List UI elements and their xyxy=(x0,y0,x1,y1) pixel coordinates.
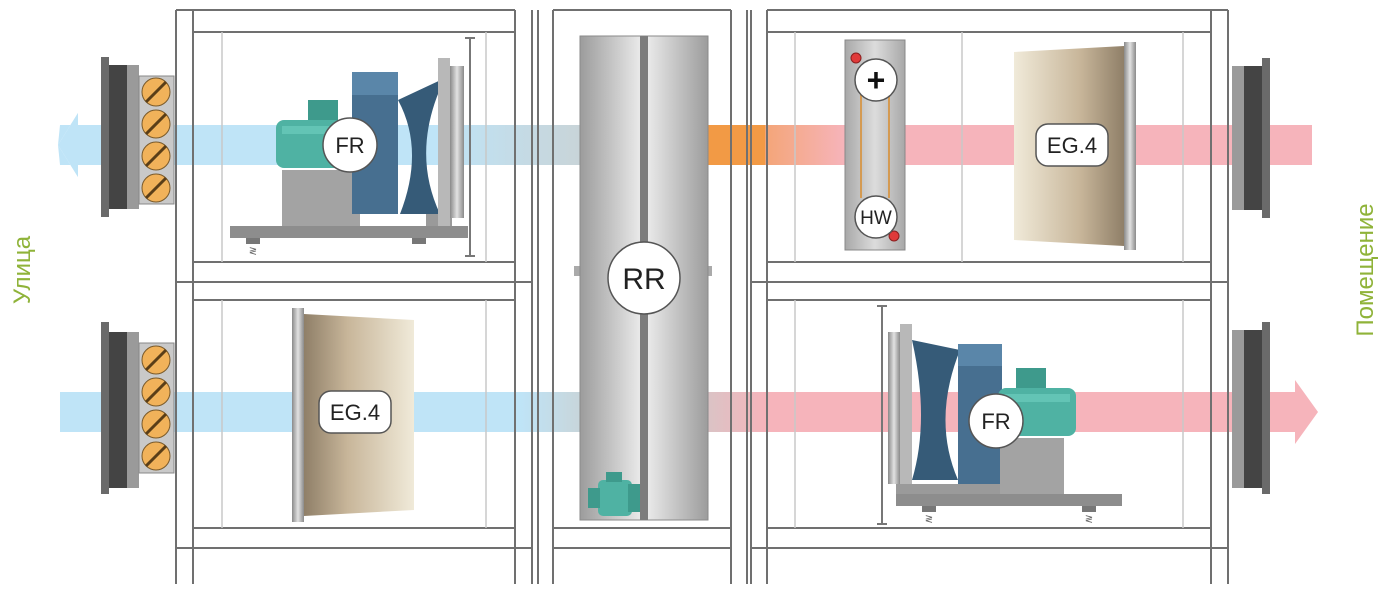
heater-badge: HW xyxy=(855,196,897,238)
rotor-label: RR xyxy=(622,263,665,296)
exhaust-fan-label: FR xyxy=(335,133,364,158)
exhaust-arrow-head xyxy=(58,113,78,177)
supply-filter-label: EG.4 xyxy=(330,400,380,425)
outside-label: Улица xyxy=(9,236,37,304)
supply-fan-label: FR xyxy=(981,409,1010,434)
exhaust-filter-badge: EG.4 xyxy=(1036,124,1108,166)
rotor-badge: RR xyxy=(608,242,680,314)
connector-bottom-right xyxy=(1232,322,1270,494)
damper-bottom-left xyxy=(101,322,174,494)
supply-fan-badge: FR xyxy=(969,394,1023,448)
exhaust-filter-label: EG.4 xyxy=(1047,133,1097,158)
exhaust-fan-badge: FR xyxy=(323,118,377,172)
heater-label: HW xyxy=(860,208,892,229)
room-label: Помещение xyxy=(1352,203,1380,336)
connector-top-right xyxy=(1232,58,1270,218)
svg-text:≷: ≷ xyxy=(1085,514,1093,525)
supply-filter-badge: EG.4 xyxy=(319,391,391,433)
heater-plus-symbol: + xyxy=(867,62,886,98)
damper-top-left xyxy=(101,57,174,217)
supply-arrow-head xyxy=(1295,380,1318,444)
svg-text:≷: ≷ xyxy=(249,246,257,257)
svg-text:≷: ≷ xyxy=(925,514,933,525)
heater-plus-badge: + xyxy=(855,59,897,101)
